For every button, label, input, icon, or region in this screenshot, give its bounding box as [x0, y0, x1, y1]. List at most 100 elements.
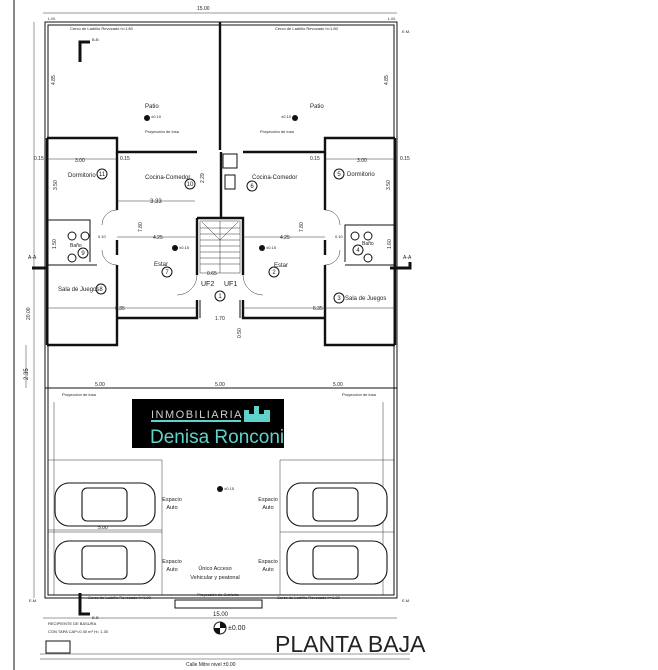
dim-label: 0.15 [34, 156, 44, 162]
dim-label: 3.33 [150, 199, 162, 205]
section-marker-aa [390, 262, 412, 270]
fence-label: Cerco de Ladrillo Revocado h=1.80 [275, 26, 339, 31]
room-number: 7 [165, 270, 169, 276]
sink-icon [80, 231, 90, 241]
room-numbers: 1 2 3 4 5 6 7 8 9 10 11 [77, 168, 364, 304]
dim-label: 7.80 [299, 222, 305, 232]
dim-label: 6.35 [313, 306, 323, 312]
level-datum-icon [213, 621, 227, 635]
parking-label: Espacio [258, 559, 278, 565]
garbage-note: CON TAPA CAP=0.40 m³ H= 1.30 [48, 629, 109, 634]
em-label: E.M. [29, 598, 37, 603]
door-swings [101, 209, 341, 296]
room-label-patio: Patio [145, 104, 159, 110]
dim-label: 1.60 [387, 239, 393, 249]
level-label: ±0.10 [151, 114, 162, 119]
section-marker-bb [78, 40, 90, 62]
sink-icon [363, 231, 373, 241]
dim-label: 0.65 [207, 271, 217, 277]
slab-projection-label: Proyección de losa [145, 129, 180, 134]
dim-label: 0.10 [335, 234, 344, 239]
logo-text-name: Denisa Ronconi [150, 427, 284, 448]
gate [174, 599, 263, 609]
stove-icon [222, 153, 238, 169]
parking-grid [48, 459, 394, 595]
dim-label: 0.10 [98, 234, 107, 239]
dim-label: 1.50 [52, 239, 58, 249]
dim-label: 0.50 [237, 328, 243, 338]
level-marker-icon [217, 486, 223, 492]
fence-label: Cerco de Ladrillo Revocado h=1.80 [88, 595, 152, 600]
room-label-sala: Sala de Juegos [345, 296, 386, 302]
room-label-estar: Estar [274, 263, 288, 269]
parking-labels: Espacio Auto Espacio Auto Espacio Auto E… [162, 497, 278, 581]
sink-icon [224, 174, 236, 190]
dim-label: 4.25 [153, 235, 163, 241]
dim-label: 6.35 [115, 306, 125, 312]
section-label: B-B [92, 615, 99, 620]
parking-label: Espacio [258, 497, 278, 503]
room-label-dormitorio: Dormitorio [68, 173, 96, 179]
dim-label: 3.50 [53, 180, 59, 190]
level-marker-icon [292, 115, 298, 121]
room-label-dormitorio: Dormitorio [347, 172, 375, 178]
unit-label-uf2: UF2 [201, 281, 214, 288]
dim-label: 4.25 [280, 235, 290, 241]
dim-label: 5.00 [95, 382, 105, 388]
logo-text-top: INMOBILIARIA [151, 409, 243, 421]
castle-icon [244, 406, 270, 422]
dim-label: 0.15 [310, 156, 320, 162]
dim-label: 5.00 [215, 382, 225, 388]
level-label: ±0.10 [281, 114, 292, 119]
dim-label: 7.80 [138, 222, 144, 232]
width-dimension: 15.00 [213, 612, 229, 618]
dim-label: 3.00 [357, 158, 367, 164]
fence-label: Cerco de Ladrillo Revocado h=1.80 [277, 595, 341, 600]
width-dimension: 15.00 [197, 6, 210, 12]
level-marker-icon [144, 115, 150, 121]
slab-projection-label: Proyección de losa [62, 392, 97, 397]
room-number: 2 [272, 270, 276, 276]
room-number: 10 [187, 182, 194, 188]
dim-label: 1.70 [215, 316, 225, 322]
room-number: 1 [218, 294, 222, 300]
parking-label: Auto [166, 505, 177, 511]
em-label: E.M. [402, 598, 410, 603]
room-number: 6 [250, 184, 254, 190]
level-label: ±0.15 [224, 486, 235, 491]
room-label-bano: Baño [362, 241, 374, 247]
room-label-bano: Baño [70, 243, 82, 249]
plan-title: PLANTA BAJA [275, 631, 426, 657]
depth-dimension: 20.00 [26, 307, 32, 320]
level-label: ±0.15 [179, 245, 190, 250]
garbage-note: RECIPIENTE DE BASURA [48, 621, 97, 626]
lm-label: L.M. [48, 16, 56, 21]
company-logo: INMOBILIARIA Denisa Ronconi [132, 399, 284, 448]
garbage-bin [45, 640, 71, 654]
parking-label: Espacio [162, 497, 182, 503]
room-label-patio: Patio [310, 104, 324, 110]
shower-icon [67, 253, 77, 263]
access-label: Único Acceso [198, 565, 231, 572]
section-marker-bb [78, 593, 90, 616]
room-labels: Dormitorio Dormitorio Cocina-Comedor Coc… [58, 172, 386, 302]
em-label: E.M. [402, 29, 410, 34]
level-label: ±0.15 [266, 245, 277, 250]
toilet-icon [350, 231, 360, 241]
staircase [199, 220, 241, 274]
room-number: 5 [337, 172, 341, 178]
section-label: B-B [92, 37, 99, 42]
street-label: Calle Mitre nivel ±0.00 [186, 662, 236, 668]
room-number: 8 [99, 287, 103, 293]
room-label-cocina: Cocina-Comedor [252, 175, 297, 181]
car-icon [54, 482, 388, 585]
toilet-icon [67, 231, 77, 241]
lm-label: L.M. [388, 16, 396, 21]
dim-label: 3.50 [386, 180, 392, 190]
fence-label: Cerco de Ladrillo Revocado h=1.80 [70, 26, 134, 31]
parking-label: Auto [166, 567, 177, 573]
dim-label: 4.85 [51, 75, 57, 85]
shower-icon [363, 253, 373, 263]
dim-label: 4.85 [384, 75, 390, 85]
